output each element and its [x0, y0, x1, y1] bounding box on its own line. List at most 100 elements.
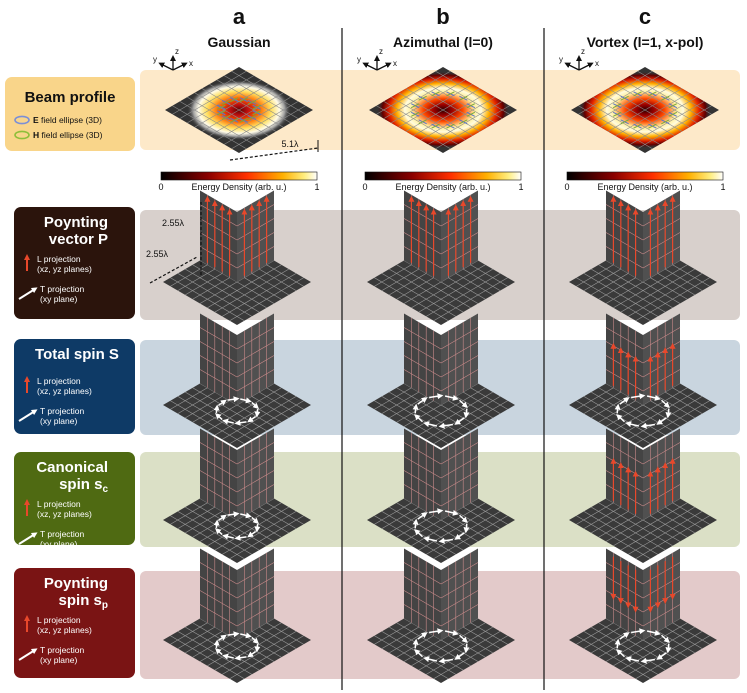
l-projection-label: L projection	[37, 615, 81, 625]
row-title-line: spin sc	[59, 476, 108, 495]
l-projection-arrows	[610, 195, 676, 276]
column-letter: a	[233, 4, 246, 29]
h-field-legend: H field ellipse (3D)	[33, 130, 103, 140]
panel-a-row-3	[163, 548, 311, 683]
axis-label-y: y	[153, 55, 157, 64]
axis-label-y: y	[357, 55, 361, 64]
yz-plane	[643, 548, 680, 640]
row-label-box	[14, 339, 135, 434]
panel-c-row-0	[569, 190, 717, 325]
yz-plane	[237, 428, 274, 520]
column-header-b: b Azimuthal (l=0)	[393, 4, 493, 50]
colorbar-label: Energy Density (arb. u.)	[395, 182, 490, 192]
row-title-line: Poynting	[44, 575, 108, 592]
column-title: Vortex (l=1, x-pol)	[587, 34, 704, 50]
t-projection-label: (xy plane)	[40, 294, 77, 304]
l-projection-label: (xz, yz planes)	[37, 509, 92, 519]
axis-label-z: z	[175, 47, 179, 56]
row-label-box	[14, 568, 135, 678]
column-letter: c	[639, 4, 651, 29]
panel-b-row-3	[367, 548, 515, 683]
axis-label-x: x	[189, 59, 193, 68]
colorbar-label: Energy Density (arb. u.)	[191, 182, 286, 192]
panel-c-row-3	[569, 548, 717, 683]
xz-plane	[200, 313, 237, 405]
yz-plane	[441, 548, 478, 640]
t-projection-label: T projection	[40, 406, 85, 416]
xz-plane	[404, 548, 441, 640]
field-ellipse-markers	[217, 97, 261, 123]
colorbar-min: 0	[158, 182, 163, 192]
xz-plane	[606, 313, 643, 405]
l-projection-arrows	[610, 457, 676, 514]
axes-icon: zxy	[559, 47, 599, 71]
yz-plane	[237, 313, 274, 405]
axis-label-z: z	[379, 47, 383, 56]
beam-profile-box	[5, 77, 135, 151]
colorbar-max: 1	[314, 182, 319, 192]
axis-label-x: x	[595, 59, 599, 68]
beam-width-dimension: 5.1λ	[229, 139, 319, 161]
column-header-a: a Gaussian	[207, 4, 270, 50]
yz-plane	[441, 313, 478, 405]
column-header-c: c Vortex (l=1, x-pol)	[587, 4, 704, 50]
t-projection-arrows	[412, 393, 470, 429]
panel-c-row-2	[569, 428, 717, 563]
axis-label-x: x	[393, 59, 397, 68]
t-projection-label: T projection	[40, 529, 85, 539]
row-title-line: Poynting	[44, 214, 108, 231]
t-projection-label: T projection	[40, 645, 85, 655]
t-projection-arrows	[213, 511, 261, 541]
axes-icon: z x y	[153, 47, 193, 71]
row-title-line: Canonical	[36, 459, 108, 476]
t-projection-label: (xy plane)	[40, 655, 77, 665]
beam-profile-title: Beam profile	[25, 89, 116, 106]
column-title: Azimuthal (l=0)	[393, 34, 493, 50]
dimension-depth: 2.55λ	[146, 249, 169, 259]
colorbar: 0 1 Energy Density (arb. u.)	[158, 171, 320, 192]
dimension-width: 5.1λ	[281, 139, 299, 149]
l-projection-arrows	[408, 195, 474, 276]
colorbar-label: Energy Density (arb. u.)	[597, 182, 692, 192]
xz-plane	[200, 548, 237, 640]
t-projection-arrow-icon	[18, 532, 38, 545]
axis-label-z: z	[581, 47, 585, 56]
row-title-line: spin sp	[59, 592, 108, 611]
t-projection-arrow-icon	[18, 409, 38, 422]
column-title: Gaussian	[207, 34, 270, 50]
xz-plane	[404, 428, 441, 520]
panel-b-row-0	[367, 190, 515, 325]
colorbar-min: 0	[564, 182, 569, 192]
t-projection-arrow-icon	[18, 287, 38, 300]
t-projection-label: (xy plane)	[40, 539, 77, 549]
t-projection-arrows	[213, 396, 261, 426]
t-projection-arrows	[412, 628, 470, 664]
yz-plane	[237, 548, 274, 640]
row-title-line: vector P	[49, 231, 108, 248]
l-projection-label: L projection	[37, 376, 81, 386]
beam-profile-a: z x y 0 1 Energy Density (arb. u.)	[153, 47, 320, 192]
xz-plane	[200, 428, 237, 520]
t-projection-label: (xy plane)	[40, 416, 77, 426]
l-projection-label: L projection	[37, 499, 81, 509]
e-field-legend: E field ellipse (3D)	[33, 115, 102, 125]
row-title-line: Total spin S	[35, 346, 119, 363]
field-ellipse-markers	[612, 91, 678, 129]
t-projection-arrows	[412, 508, 470, 544]
l-projection-label: L projection	[37, 254, 81, 264]
t-projection-arrows	[614, 393, 672, 429]
l-projection-arrows	[610, 556, 676, 613]
colorbar-max: 1	[518, 182, 523, 192]
e-field-ellipse-icon	[14, 115, 30, 125]
beam-profile-label: Beam profile E field ellipse (3D) H fiel…	[5, 77, 135, 151]
